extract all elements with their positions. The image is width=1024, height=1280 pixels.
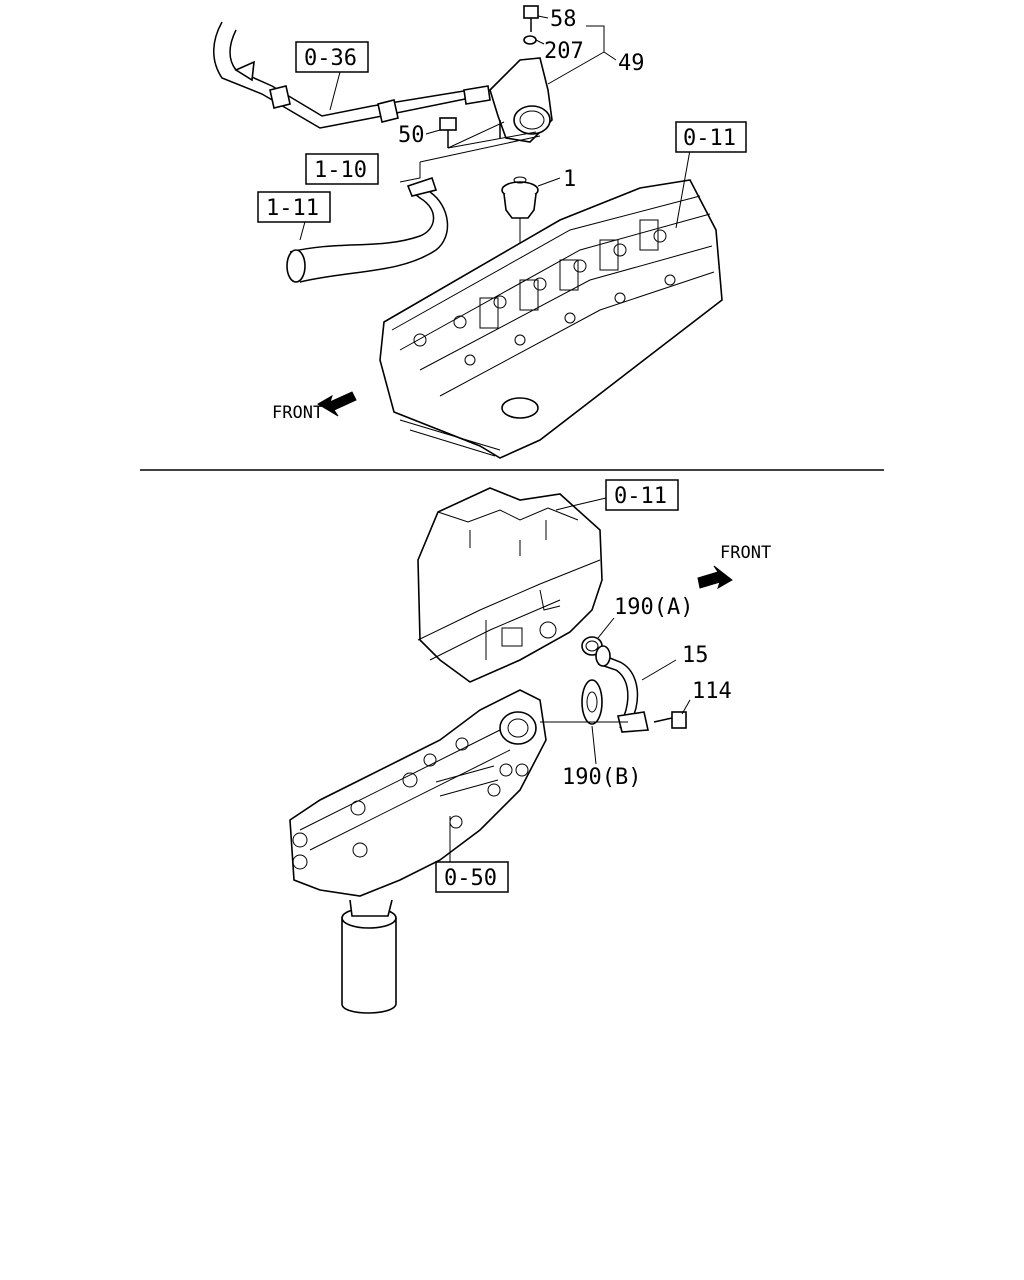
ref-box-0-11-top[interactable]: 0-11 xyxy=(675,121,747,153)
svg-text:0-36: 0-36 xyxy=(304,46,357,71)
thermostat-housing xyxy=(489,57,553,143)
leader-lines-top xyxy=(299,15,691,241)
hose-1-11 xyxy=(286,176,449,283)
gasket-190b xyxy=(581,679,603,725)
part-number-49: 49 xyxy=(618,51,645,76)
part-number-15: 15 xyxy=(682,643,709,668)
part-number-1: 1 xyxy=(563,167,576,192)
svg-text:0-11: 0-11 xyxy=(683,126,736,151)
part-number-58: 58 xyxy=(550,7,577,32)
coolant-pipe-bracket xyxy=(213,21,491,129)
svg-text:0-50: 0-50 xyxy=(444,866,497,891)
svg-text:1-11: 1-11 xyxy=(266,196,319,221)
bottom-section: 190(A) 15 114 190(B) 0-11 0-50 FRONT xyxy=(289,479,771,1014)
oil-filter xyxy=(341,899,397,1014)
oil-cooler-housing xyxy=(289,689,547,897)
front-arrow-top xyxy=(317,391,357,417)
front-arrow-bottom xyxy=(697,565,733,590)
svg-text:0-11: 0-11 xyxy=(614,484,667,509)
ref-box-1-11[interactable]: 1-11 xyxy=(257,191,331,223)
part-number-114: 114 xyxy=(692,679,732,704)
part-number-190b: 190(B) xyxy=(562,765,641,790)
bolt-114 xyxy=(653,711,687,729)
part-number-207: 207 xyxy=(544,39,584,64)
ref-box-1-10[interactable]: 1-10 xyxy=(305,153,379,185)
bolt-50 xyxy=(439,117,457,148)
bolt-58 xyxy=(523,5,539,32)
cylinder-head xyxy=(379,179,723,459)
ref-box-0-50[interactable]: 0-50 xyxy=(435,861,509,893)
ref-box-0-11-bottom[interactable]: 0-11 xyxy=(605,479,679,511)
front-label-bottom: FRONT xyxy=(720,543,771,563)
leader-lines-bottom xyxy=(449,497,691,862)
ref-box-0-36[interactable]: 0-36 xyxy=(295,41,369,73)
cylinder-head-lower xyxy=(417,487,603,683)
top-section: 58 207 49 50 1 0-36 1-10 1-11 0-11 FRONT xyxy=(213,5,747,459)
o-ring-207 xyxy=(523,35,537,45)
part-number-190a: 190(A) xyxy=(614,595,693,620)
part-number-50: 50 xyxy=(398,123,425,148)
front-label-top: FRONT xyxy=(272,403,323,423)
pipe-15 xyxy=(595,645,649,733)
svg-text:1-10: 1-10 xyxy=(314,158,367,183)
